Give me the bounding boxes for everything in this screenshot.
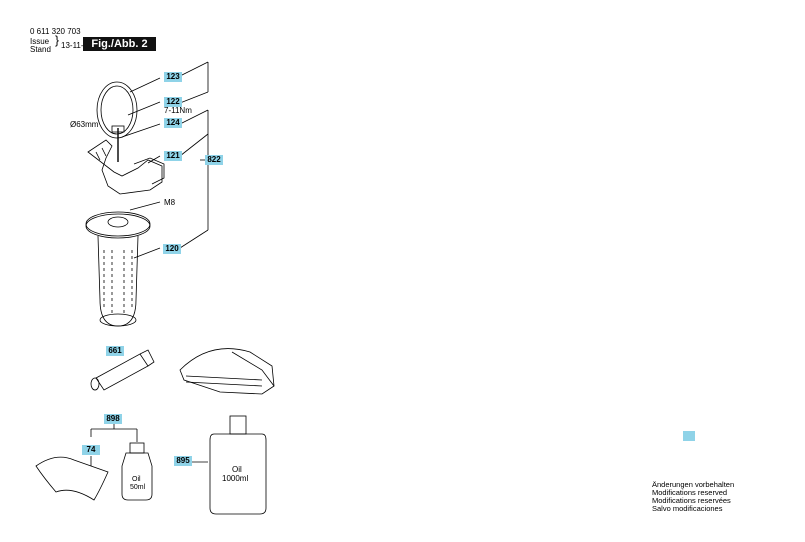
thread-label: M8 (164, 198, 176, 207)
part-tag-898: 898 (104, 414, 122, 424)
note-en: Modifications reserved (652, 488, 728, 497)
part-tag-121: 121 (164, 151, 182, 161)
part-tag-822: 822 (205, 155, 223, 165)
leader-120 (133, 247, 161, 259)
oil-big-line2: 1000ml (222, 474, 249, 483)
leader-123 (179, 61, 209, 77)
color-swatch (683, 431, 695, 441)
part-tag-74: 74 (82, 445, 100, 455)
oil-big-line1: Oil (232, 465, 242, 474)
part-tag-895: 895 (174, 456, 192, 466)
note-fr: Modifications reservées (652, 496, 731, 505)
part-tag-120: 120 (163, 244, 181, 254)
stand-label: Stand (30, 45, 51, 54)
part-tag-123: 123 (164, 72, 182, 82)
diameter-label: Ø63mm (70, 120, 99, 129)
note-es: Salvo modificaciones (652, 504, 723, 513)
issue-date: 13-11-11 (61, 41, 92, 50)
part-tag-122: 122 (164, 97, 182, 107)
part-tag-661: 661 (106, 346, 124, 356)
brace-icon: } (55, 33, 60, 47)
oil-small-line2: 50ml (130, 484, 146, 491)
issue-label: Issue (30, 37, 50, 46)
figure-title: Fig./Abb. 2 (83, 37, 156, 51)
oil-small-line1: Oil (132, 476, 141, 483)
note-de: Änderungen vorbehalten (652, 480, 735, 489)
part-tag-124: 124 (164, 118, 182, 128)
torque-label: 7-11Nm (164, 106, 192, 115)
modifications-note: Änderungen vorbehalten Modifications res… (652, 481, 734, 513)
part-number: 0 611 320 703 (30, 27, 81, 36)
